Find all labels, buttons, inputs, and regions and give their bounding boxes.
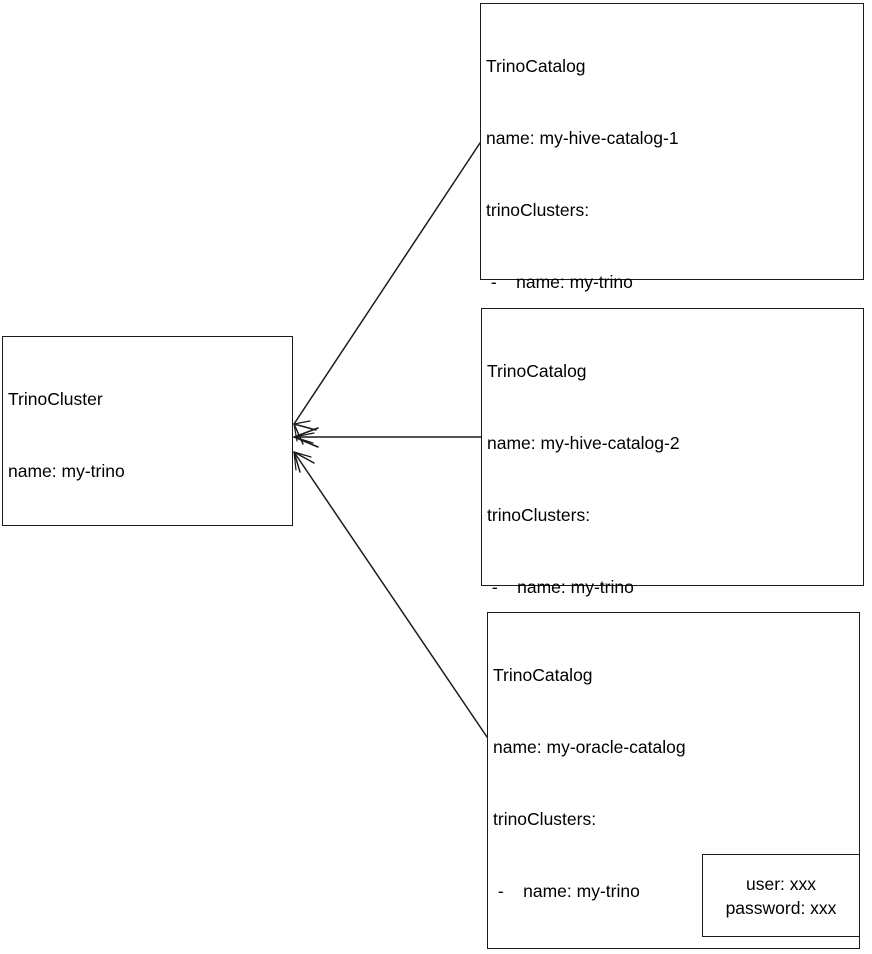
edge-hive-catalog-1-to-cluster (293, 142, 481, 445)
node-catalog-oracle[interactable]: TrinoCatalog name: my-oracle-catalog tri… (487, 612, 860, 954)
edge-hive-catalog-2-to-cluster (293, 427, 482, 448)
node-line: - name: my-trino (486, 272, 633, 292)
node-trino-cluster-text: TrinoCluster name: my-trino (8, 339, 289, 531)
node-oracle-credentials-secret[interactable]: user: xxx password: xxx (702, 854, 860, 937)
node-line: TrinoCatalog (486, 56, 586, 76)
node-trino-cluster[interactable]: TrinoCluster name: my-trino (2, 336, 293, 526)
secret-line: user: xxx (745, 873, 817, 894)
node-line: trinoClusters: (486, 200, 590, 220)
node-line: - name: my-trino (493, 881, 640, 901)
node-line: name: my-hive-catalog-2 (487, 433, 680, 453)
node-catalog-hive-2[interactable]: TrinoCatalog name: my-hive-catalog-2 tri… (481, 308, 864, 885)
secret-line: password: xxx (725, 897, 837, 918)
node-line: trinoClusters: (487, 505, 591, 525)
node-line: TrinoCatalog (487, 361, 587, 381)
node-line: TrinoCatalog (493, 665, 593, 685)
node-catalog-hive-1[interactable]: TrinoCatalog name: my-hive-catalog-1 tri… (480, 3, 864, 652)
node-catalog-oracle-text: TrinoCatalog name: my-oracle-catalog tri… (493, 615, 856, 954)
node-line: TrinoCluster (8, 389, 103, 409)
node-line: name: my-oracle-catalog (493, 737, 686, 757)
node-line: name: my-trino (8, 461, 125, 481)
node-line: name: my-hive-catalog-1 (486, 128, 679, 148)
node-line: trinoClusters: (493, 809, 597, 829)
node-line: - name: my-trino (487, 577, 634, 597)
edge-oracle-catalog-to-cluster (293, 451, 488, 738)
